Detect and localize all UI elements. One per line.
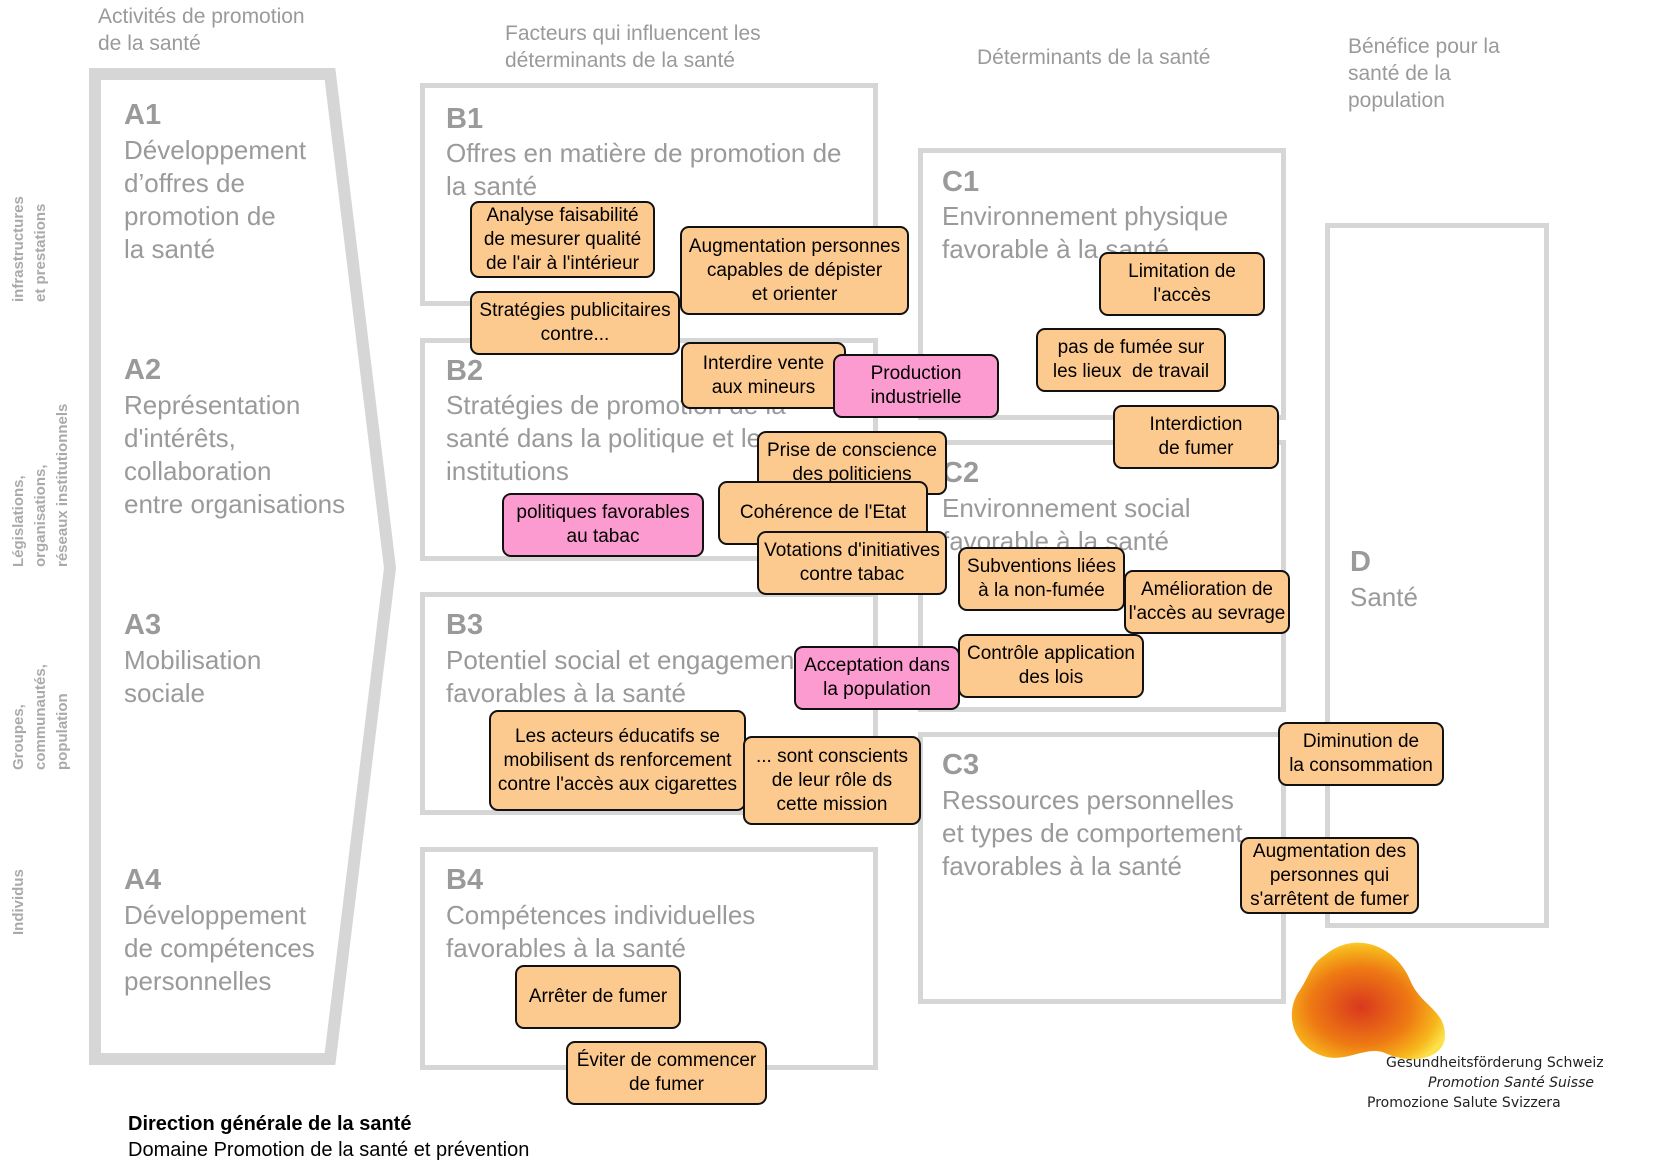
label-a2: Représentation d'intérêts, collaboration… [124, 390, 346, 519]
note-smoke-free-workplace[interactable]: pas de fumée sur les lieux de travail [1036, 328, 1226, 392]
code-b2: B2 [446, 355, 484, 387]
label-a4: Développement de compétences personnelle… [124, 900, 315, 996]
note-politicians-awareness[interactable]: Prise de conscience des politiciens [757, 431, 947, 495]
note-industrial-production[interactable]: Production industrielle [833, 354, 999, 418]
note-public-acceptance[interactable]: Acceptation dans la population [794, 646, 960, 710]
note-quit-smoking[interactable]: Arrêter de fumer [515, 965, 681, 1029]
note-quitters-increase[interactable]: Augmentation des personnes qui s'arrêten… [1240, 837, 1419, 914]
header-benefit: Bénéfice pour la santé de la population [1348, 35, 1500, 112]
note-role-awareness[interactable]: ... sont conscients de leur rôle ds cett… [743, 736, 921, 825]
note-cessation-access[interactable]: Amélioration de l'accès au sevrage [1124, 570, 1290, 634]
label-d: Santé [1350, 582, 1418, 612]
health-promotion-logo-icon [1291, 942, 1445, 1060]
note-advertising-strategies[interactable]: Stratégies publicitaires contre... [470, 291, 680, 355]
footer-subtitle: Domaine Promotion de la santé et prévent… [128, 1139, 530, 1161]
note-air-quality[interactable]: Analyse faisabilité de mesurer qualité d… [470, 201, 655, 278]
label-a1: Développement d’offres de promotion de l… [124, 135, 307, 264]
note-access-limitation[interactable]: Limitation de l'accès [1099, 252, 1265, 316]
code-c2: C2 [942, 457, 980, 489]
code-a2: A2 [124, 354, 162, 386]
header-determinants: Déterminants de la santé [977, 46, 1211, 69]
code-c3: C3 [942, 749, 980, 781]
note-smoking-ban[interactable]: Interdiction de fumer [1113, 405, 1279, 469]
note-law-enforcement[interactable]: Contrôle application des lois [958, 634, 1144, 698]
footer-title: Direction générale de la santé [128, 1113, 412, 1135]
header-activities: Activités de promotion de la santé [98, 5, 305, 55]
note-non-smoking-subsidies[interactable]: Subventions liées à la non-fumée [958, 547, 1125, 611]
code-a1: A1 [124, 99, 162, 131]
logo-line-3: Promozione Salute Svizzera [1367, 1095, 1561, 1111]
code-a3: A3 [124, 609, 162, 641]
note-prevent-starting[interactable]: Éviter de commencer de fumer [566, 1041, 767, 1105]
note-initiative-votes[interactable]: Votations d'initiatives contre tabac [757, 531, 947, 595]
box-c1 [918, 148, 1286, 420]
note-screening-people[interactable]: Augmentation personnes capables de dépis… [680, 226, 909, 315]
label-b1: Offres en matière de promotion de la san… [446, 138, 842, 201]
code-b3: B3 [446, 609, 484, 641]
code-b1: B1 [446, 103, 484, 135]
label-c3: Ressources personnelles et types de comp… [942, 785, 1243, 881]
header-factors: Facteurs qui influencent les déterminant… [505, 22, 761, 72]
logo-line-1: Gesundheitsförderung Schweiz [1386, 1055, 1604, 1071]
code-b4: B4 [446, 864, 484, 896]
note-tobacco-friendly-policies[interactable]: politiques favorables au tabac [502, 493, 704, 557]
code-c1: C1 [942, 166, 980, 198]
box-d [1325, 223, 1549, 928]
note-educational-actors[interactable]: Les acteurs éducatifs se mobilisent ds r… [489, 710, 746, 811]
note-consumption-decrease[interactable]: Diminution de la consommation [1278, 722, 1444, 786]
activities-arrow-frame [89, 68, 397, 1065]
label-a3: Mobilisation sociale [124, 645, 262, 708]
label-b4: Compétences individuelles favorables à l… [446, 900, 756, 963]
code-a4: A4 [124, 864, 162, 896]
logo-line-2: Promotion Santé Suisse [1428, 1075, 1594, 1091]
code-d: D [1350, 546, 1371, 578]
label-b3: Potentiel social et engagement favorable… [446, 645, 802, 708]
note-minors-sales-ban[interactable]: Interdire vente aux mineurs [681, 342, 846, 409]
